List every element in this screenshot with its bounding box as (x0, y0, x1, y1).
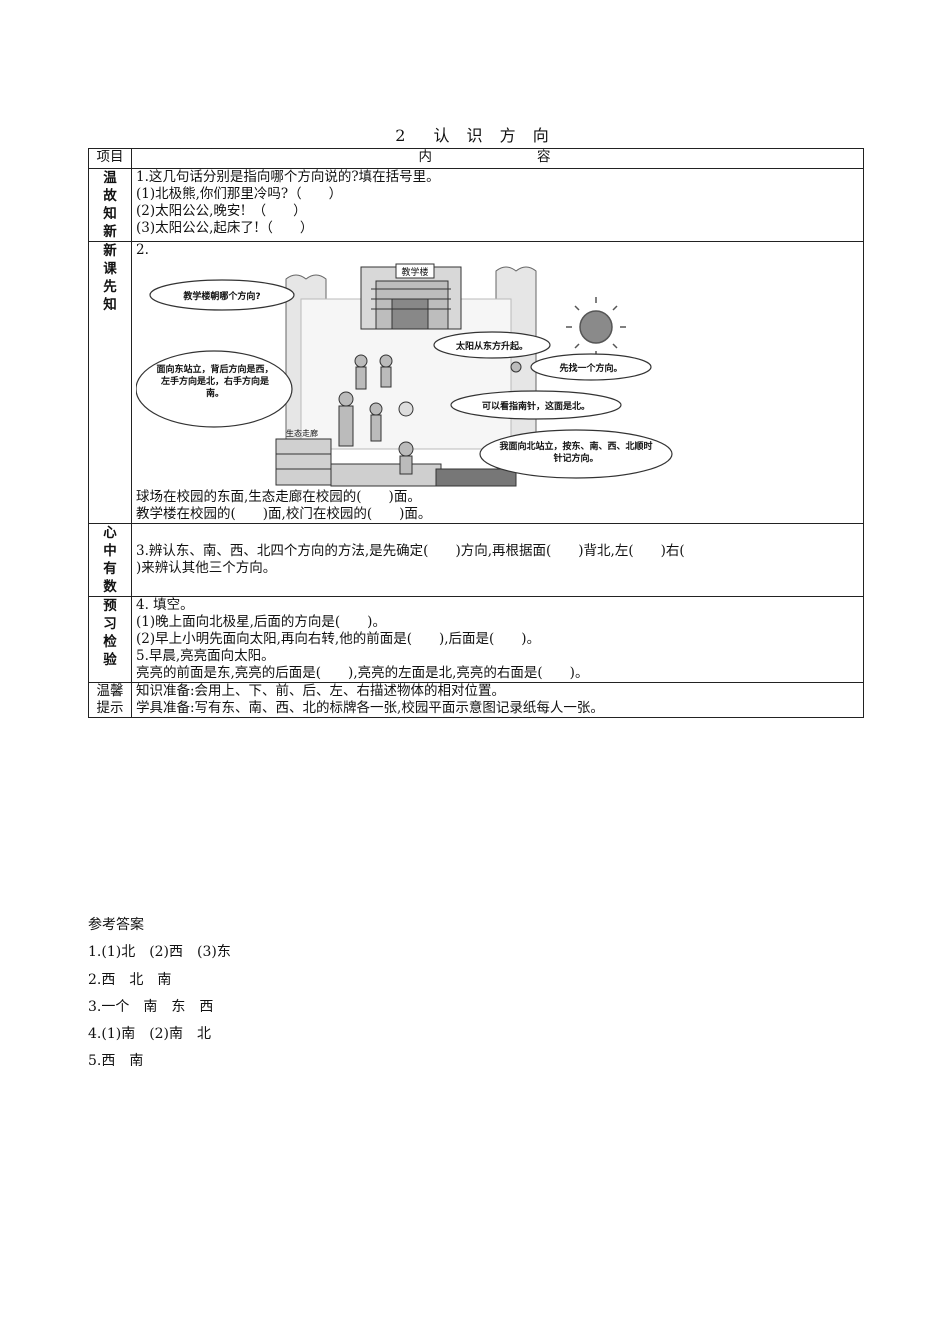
row-label: 新课先知 (88, 241, 132, 524)
tip-line: 知识准备:会用上、下、前、后、左、右描述物体的相对位置。 (136, 683, 506, 699)
row-content: 1.这几句话分别是指向哪个方向说的?填在括号里。 (1)北极熊,你们那里冷吗?（… (131, 168, 864, 242)
answer-key: 参考答案 1.(1)北 (2)西 (3)东 2.西 北 南 3.一个 南 东 西… (88, 912, 231, 1076)
question-line: (2)太阳公公,晚安! （ ） (136, 203, 307, 219)
campus-illustration: 教学楼 生态走廊 (136, 259, 859, 489)
answer-line: 4.(1)南 (2)南 北 (88, 1026, 212, 1043)
row-content: 4. 填空。 (1)晚上面向北极星,后面的方向是( )。 (2)早上小明先面向太… (131, 596, 864, 683)
tip-line: 学具准备:写有东、南、西、北的标牌各一张,校园平面示意图记录纸每人一张。 (136, 700, 604, 716)
table-row: 温故知新 1.这几句话分别是指向哪个方向说的?填在括号里。 (1)北极熊,你们那… (88, 168, 864, 242)
bubble-text: 我面向北站立，按东、南、西、北顺时针记方向。 (499, 442, 653, 464)
row-label: 预习检验 (88, 596, 132, 683)
table-header-row: 项目 内 容 (88, 148, 864, 169)
header-item: 项目 (88, 148, 132, 169)
answer-line: 3.一个 南 东 西 (88, 998, 214, 1015)
building-sign: 教学楼 (401, 266, 428, 278)
preview-table: 项目 内 容 温故知新 1.这几句话分别是指向哪个方向说的?填在括号里。 (1)… (88, 148, 864, 718)
question-line: (2)早上小明先面向太阳,再向右转,他的前面是( ),后面是( )。 (136, 631, 541, 647)
question-line: 亮亮的前面是东,亮亮的后面是( ),亮亮的左面是北,亮亮的右面是( )。 (136, 665, 589, 681)
page-title: 2 认 识 方 向 (395, 126, 555, 145)
bubble-text: 可以看指南针，这面是北。 (482, 400, 590, 412)
table-row: 预习检验 4. 填空。 (1)晚上面向北极星,后面的方向是( )。 (2)早上小… (88, 596, 864, 683)
answer-line: 1.(1)北 (2)西 (3)东 (88, 944, 231, 961)
row-label: 心中有数 (88, 523, 132, 597)
row-label: 温馨提示 (88, 682, 132, 718)
question-line: 5.早晨,亮亮面向太阳。 (136, 648, 275, 664)
answer-line: 5.西 南 (88, 1053, 144, 1070)
table-row: 温馨提示 知识准备:会用上、下、前、后、左、右描述物体的相对位置。 学具准备:写… (88, 682, 864, 718)
header-content: 内 容 (131, 148, 864, 169)
answer-line: 2.西 北 南 (88, 971, 172, 988)
table-row: 新课先知 2. (88, 241, 864, 524)
question-line: (3)太阳公公,起床了!（ ） (136, 220, 314, 236)
question-line: 1.这几句话分别是指向哪个方向说的?填在括号里。 (136, 169, 440, 185)
answer-heading: 参考答案 (88, 917, 144, 933)
bubble-text: 太阳从东方升起。 (455, 340, 528, 352)
question-number: 2. (136, 242, 149, 258)
question-line: 球场在校园的东面,生态走廊在校园的( )面。 (136, 489, 421, 505)
bubble-text: 教学楼朝哪个方向? (182, 290, 260, 302)
corridor-sign: 生态走廊 (286, 428, 318, 438)
question-line: (1)晚上面向北极星,后面的方向是( )。 (136, 614, 386, 630)
row-content: 知识准备:会用上、下、前、后、左、右描述物体的相对位置。 学具准备:写有东、南、… (131, 682, 864, 718)
question-line: 4. 填空。 (136, 597, 194, 613)
question-line: )来辨认其他三个方向。 (136, 560, 277, 576)
row-content: 2. (131, 241, 864, 524)
bubble-text: 先找一个方向。 (559, 362, 622, 374)
question-line: 教学楼在校园的( )面,校门在校园的( )面。 (136, 506, 432, 522)
bubble-text: 面向东站立，背后方向是西，左手方向是北，右手方向是南。 (156, 365, 274, 399)
question-line: (1)北极熊,你们那里冷吗?（ ） (136, 186, 343, 202)
row-content: 3.辨认东、南、西、北四个方向的方法,是先确定( )方向,再根据面( )背北,左… (131, 523, 864, 597)
table-row: 心中有数 3.辨认东、南、西、北四个方向的方法,是先确定( )方向,再根据面( … (88, 523, 864, 597)
row-label: 温故知新 (88, 168, 132, 242)
question-line: 3.辨认东、南、西、北四个方向的方法,是先确定( )方向,再根据面( )背北,左… (136, 543, 685, 559)
